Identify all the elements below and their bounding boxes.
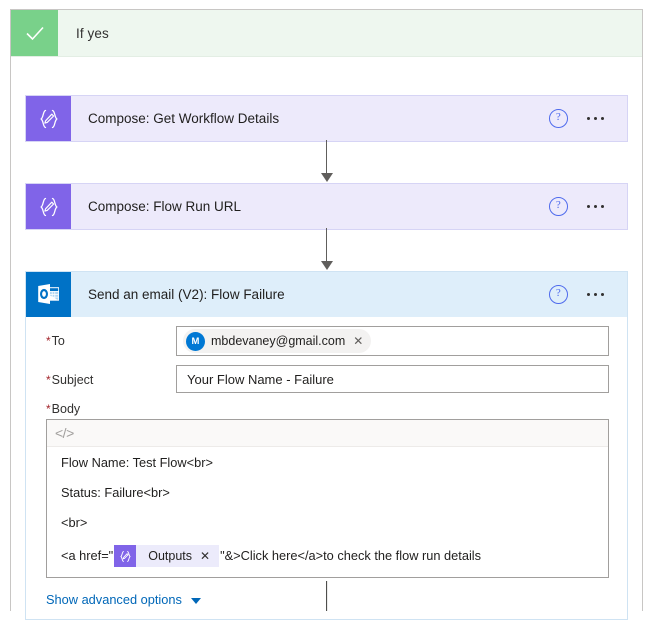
flow-canvas: Compose: Get Workflow Details ? bbox=[11, 57, 642, 620]
action-card-send-an-email[interactable]: Send an email (V2): Flow Failure ? *To bbox=[25, 271, 628, 620]
if-yes-scope: If yes Compose: Get Workflow Details ? bbox=[10, 9, 643, 620]
required-marker: * bbox=[46, 334, 51, 348]
subject-input[interactable]: Your Flow Name - Failure bbox=[176, 365, 609, 393]
card-header[interactable]: Compose: Flow Run URL ? bbox=[26, 184, 627, 229]
recipient-email: mbdevaney@gmail.com bbox=[211, 334, 346, 348]
card-header[interactable]: Compose: Get Workflow Details ? bbox=[26, 96, 627, 141]
to-label: *To bbox=[46, 326, 176, 348]
body-label: *Body bbox=[26, 402, 627, 419]
help-icon[interactable]: ? bbox=[548, 197, 568, 216]
card-title: Compose: Flow Run URL bbox=[88, 199, 242, 214]
help-icon[interactable]: ? bbox=[548, 109, 568, 128]
required-marker: * bbox=[46, 373, 51, 387]
compose-icon bbox=[114, 545, 137, 567]
code-view-icon[interactable]: </> bbox=[55, 425, 74, 441]
close-icon[interactable]: ✕ bbox=[200, 549, 211, 563]
email-form: *To M mbdevaney@gmail.com ✕ bbox=[26, 317, 627, 619]
body-editor-content[interactable]: Flow Name: Test Flow<br> Status: Failure… bbox=[47, 447, 608, 577]
dynamic-content-token[interactable]: Outputs ✕ bbox=[114, 545, 220, 567]
scope-title: If yes bbox=[76, 25, 109, 41]
body-line: <br> bbox=[61, 515, 88, 530]
action-card-compose-get-workflow-details[interactable]: Compose: Get Workflow Details ? bbox=[25, 95, 628, 142]
card-actions: ? bbox=[548, 109, 627, 128]
card-header[interactable]: Send an email (V2): Flow Failure ? bbox=[26, 272, 627, 317]
body-editor[interactable]: </> Flow Name: Test Flow<br> Status: Fai… bbox=[46, 419, 609, 578]
connector-arrow bbox=[319, 228, 335, 270]
compose-icon bbox=[26, 96, 71, 141]
recipient-chip[interactable]: M mbdevaney@gmail.com ✕ bbox=[183, 329, 372, 353]
to-field-row: *To M mbdevaney@gmail.com ✕ bbox=[26, 326, 627, 356]
subject-field-row: *Subject Your Flow Name - Failure bbox=[26, 365, 627, 393]
connector-arrow bbox=[319, 140, 335, 182]
card-actions: ? bbox=[548, 197, 627, 216]
card-title: Compose: Get Workflow Details bbox=[88, 111, 280, 126]
avatar: M bbox=[186, 331, 205, 351]
required-marker: * bbox=[46, 402, 51, 416]
body-line: Flow Name: Test Flow<br> bbox=[61, 455, 213, 470]
chevron-down-icon bbox=[190, 597, 201, 604]
show-advanced-options-link[interactable]: Show advanced options bbox=[26, 578, 201, 607]
card-actions: ? bbox=[548, 285, 627, 304]
outlook-icon bbox=[26, 272, 71, 317]
subject-label-text: Subject bbox=[51, 373, 94, 387]
show-advanced-options-label: Show advanced options bbox=[46, 592, 182, 607]
more-menu-icon[interactable] bbox=[586, 201, 605, 212]
body-label-text: Body bbox=[51, 402, 81, 416]
more-menu-icon[interactable] bbox=[586, 289, 605, 300]
body-line: Status: Failure<br> bbox=[61, 485, 170, 500]
check-icon bbox=[11, 10, 58, 56]
compose-icon bbox=[26, 184, 71, 229]
action-card-compose-flow-run-url[interactable]: Compose: Flow Run URL ? bbox=[25, 183, 628, 230]
to-label-text: To bbox=[51, 334, 65, 348]
body-token-prefix: <a href=" bbox=[61, 548, 114, 563]
to-input[interactable]: M mbdevaney@gmail.com ✕ bbox=[176, 326, 609, 356]
subject-input-wrap: Your Flow Name - Failure bbox=[176, 365, 609, 393]
subject-label: *Subject bbox=[46, 365, 176, 387]
card-title: Send an email (V2): Flow Failure bbox=[88, 287, 285, 302]
scope-header[interactable]: If yes bbox=[11, 10, 642, 57]
help-icon[interactable]: ? bbox=[548, 285, 568, 304]
token-label: Outputs bbox=[148, 549, 192, 563]
connector-line bbox=[325, 581, 328, 611]
more-menu-icon[interactable] bbox=[586, 113, 605, 124]
to-input-wrap: M mbdevaney@gmail.com ✕ bbox=[176, 326, 609, 356]
close-icon[interactable]: ✕ bbox=[353, 334, 364, 348]
body-line-with-token: <a href=" Outputs bbox=[61, 545, 598, 567]
body-editor-toolbar: </> bbox=[47, 420, 608, 447]
body-token-suffix: "&>Click here</a>to check the flow run d… bbox=[220, 548, 482, 563]
